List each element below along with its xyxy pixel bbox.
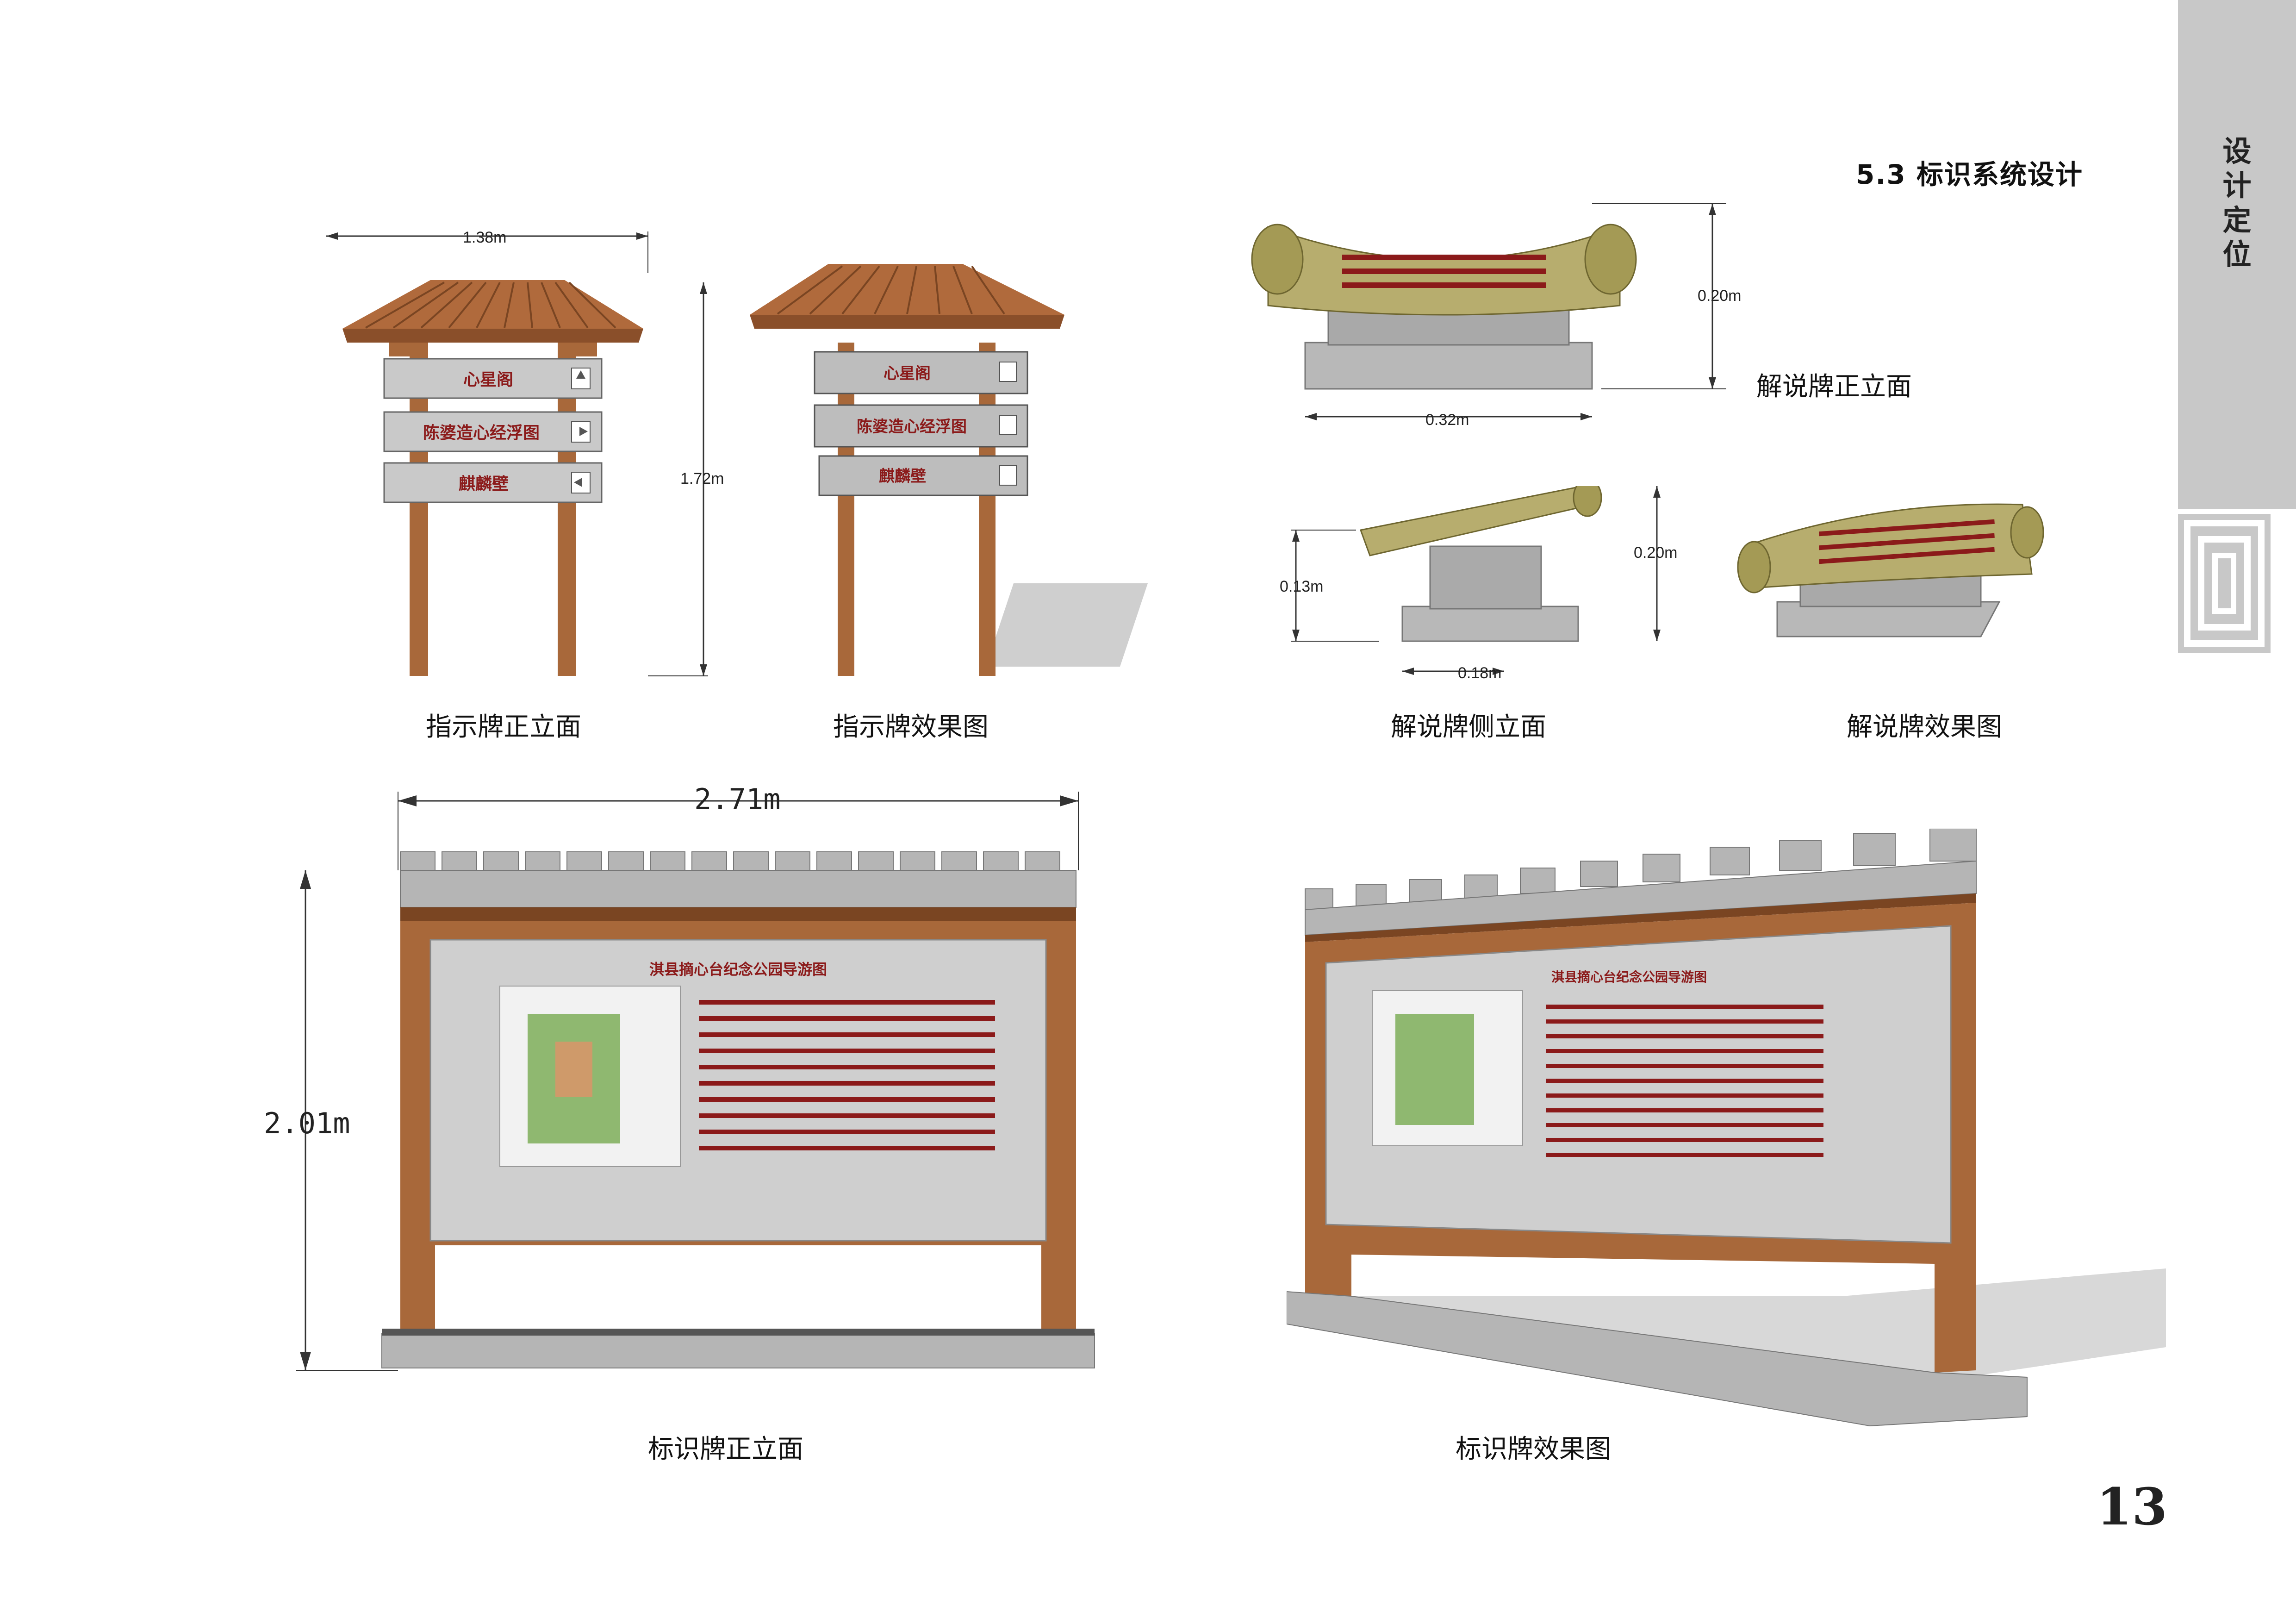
arrow-right-icon [999,415,1017,435]
explain-front-height-label: 0.20m [1698,287,1742,305]
pointer-front-caption: 指示牌正立面 [426,712,581,742]
spiral-ornament-icon [2178,514,2271,653]
sidebar-char: 位 [2222,237,2252,272]
sidebar-banner: 设 计 定 位 [2178,0,2296,509]
pointer-effect-board-1-label: 心星阁 [884,364,931,383]
arrow-left-icon [999,465,1017,486]
pointer-board-3-label: 麒麟壁 [459,474,509,493]
board-front-map-title: 淇县摘心台纪念公园导游图 [649,961,827,978]
explain-effect-caption: 解说牌效果图 [1847,712,2002,742]
pointer-board-1-label: 心星阁 [463,370,513,389]
board-front-drawing: 淇县摘心台纪念公园导游图 [296,792,1095,1371]
pointer-width-label: 1.38m [463,229,507,246]
pointer-effect-caption: 指示牌效果图 [833,712,989,742]
arrow-up-icon [999,362,1017,382]
sidebar-title: 设 计 定 位 [2178,134,2296,272]
board-front-height-label: 2.01m [264,1106,350,1140]
sidebar-char: 计 [2222,169,2252,203]
pointer-effect-board-3-label: 麒麟壁 [879,467,926,486]
sidebar-char: 定 [2222,203,2252,237]
page-number: 13 [2097,1477,2168,1537]
explain-side-left-height-label: 0.13m [1280,578,1324,595]
board-front-caption: 标识牌正立面 [648,1434,803,1464]
explain-front-caption: 解说牌正立面 [1756,372,1912,402]
board-effect-map-title: 淇县摘心台纪念公园导游图 [1551,969,1707,985]
explain-side-width-label: 0.18m [1458,664,1502,682]
pointer-board-2-label: 陈婆造心经浮图 [423,423,540,443]
explain-front-width-label: 0.32m [1425,411,1469,429]
section-title: 5.3 标识系统设计 [1856,159,2083,190]
sidebar-char: 设 [2222,134,2252,168]
sidebar: 设 计 定 位 [2178,0,2296,1624]
pointer-sign-front-drawing: 心星阁 陈婆造心经浮图 麒麟壁 [326,231,708,676]
pointer-effect-board-2-label: 陈婆造心经浮图 [857,418,967,436]
explain-sign-effect-drawing [1737,503,2044,637]
explain-sign-front-drawing [1251,203,1726,420]
explain-side-caption: 解说牌侧立面 [1391,712,1546,742]
board-front-width-label: 2.71m [694,782,781,816]
explain-side-right-height-label: 0.20m [1634,544,1678,562]
pointer-height-label: 1.72m [680,470,724,487]
board-effect-drawing: 淇县摘心台纪念公园导游图 [1287,829,2166,1427]
pointer-sign-effect-drawing: 心星阁 陈婆造心经浮图 麒麟壁 [750,264,1148,676]
board-effect-caption: 标识牌效果图 [1456,1434,1611,1464]
explain-sign-side-drawing [1291,486,1661,675]
